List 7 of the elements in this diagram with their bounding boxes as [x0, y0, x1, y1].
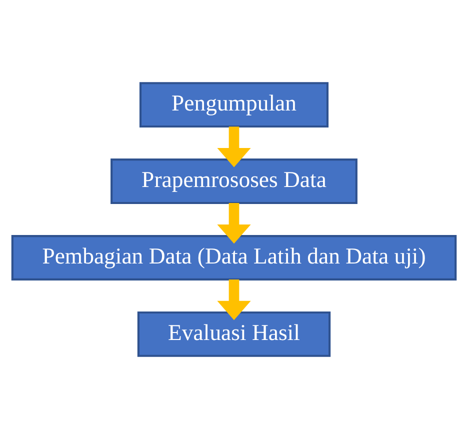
- arrow: [217, 279, 251, 320]
- node-box: Pengumpulan: [139, 82, 329, 128]
- arrow: [217, 203, 251, 244]
- node-box: Prapemrososes Data: [110, 158, 358, 204]
- node-box: Pembagian Data (Data Latih dan Data uji): [11, 235, 457, 280]
- node-box: Evaluasi Hasil: [137, 311, 331, 357]
- arrow: [217, 126, 251, 168]
